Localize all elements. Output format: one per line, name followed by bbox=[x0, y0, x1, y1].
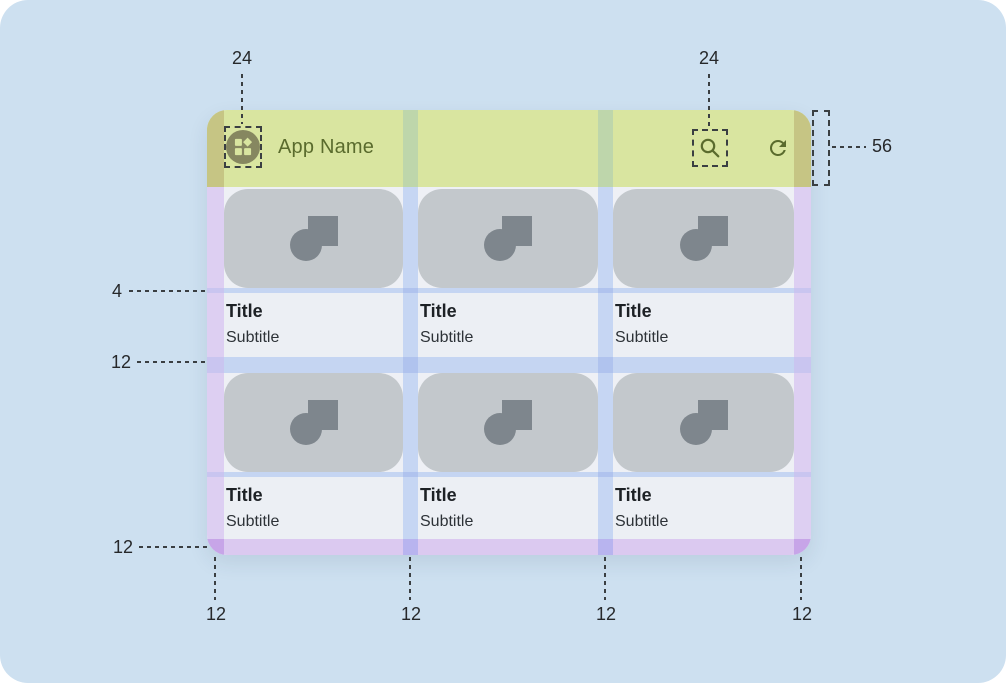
card-text-block[interactable]: Title Subtitle bbox=[613, 477, 794, 539]
overlay-intersection bbox=[207, 288, 224, 293]
appbar-gutter-2-overlay bbox=[598, 110, 613, 187]
overlay-intersection bbox=[794, 539, 811, 555]
measure-label-gutter-1: 12 bbox=[400, 604, 422, 624]
shapes-placeholder-icon bbox=[679, 215, 728, 261]
shapes-placeholder-icon bbox=[289, 215, 338, 261]
measure-line bbox=[604, 557, 606, 600]
card-subtitle: Subtitle bbox=[615, 329, 669, 346]
measure-label-right-margin: 12 bbox=[791, 604, 813, 624]
measure-label-text-gap: 4 bbox=[111, 281, 122, 301]
measure-line bbox=[409, 557, 411, 600]
leading-icon-measure-box bbox=[224, 126, 262, 168]
card-subtitle: Subtitle bbox=[615, 513, 669, 530]
card-subtitle: Subtitle bbox=[420, 513, 474, 530]
overlay-intersection bbox=[794, 357, 811, 373]
measure-label-bottom-margin: 12 bbox=[112, 537, 133, 557]
text-gap-band-row1 bbox=[207, 288, 811, 293]
card-image[interactable] bbox=[224, 373, 403, 472]
refresh-icon bbox=[769, 139, 786, 156]
card-image[interactable] bbox=[613, 373, 794, 472]
overlay-intersection bbox=[598, 539, 613, 555]
card-title: Title bbox=[615, 485, 652, 505]
card-text-block[interactable]: Title Subtitle bbox=[224, 293, 403, 357]
overlay-intersection bbox=[207, 357, 224, 373]
top-app-bar: App Name bbox=[207, 110, 811, 187]
overlay-intersection bbox=[207, 539, 224, 555]
card-image[interactable] bbox=[418, 189, 598, 288]
card-text-block[interactable]: Title Subtitle bbox=[224, 477, 403, 539]
measure-label-appbar-height: 56 bbox=[872, 136, 893, 156]
dashboard-icon bbox=[234, 137, 253, 156]
measure-label-left-margin: 12 bbox=[205, 604, 227, 624]
app-layout-mock: Title Subtitle Title Subtitle Title Subt… bbox=[207, 110, 811, 555]
card-title: Title bbox=[615, 301, 652, 321]
card-title: Title bbox=[226, 485, 263, 505]
measure-line bbox=[241, 74, 243, 124]
card-title: Title bbox=[226, 301, 263, 321]
measure-label-row-gutter: 12 bbox=[110, 352, 131, 372]
measure-line bbox=[708, 74, 710, 128]
row-gutter-band bbox=[207, 357, 811, 373]
search-icon-measure-box bbox=[692, 129, 728, 167]
shapes-placeholder-icon bbox=[679, 399, 728, 445]
card-text-block[interactable]: Title Subtitle bbox=[418, 293, 598, 357]
card-title: Title bbox=[420, 485, 457, 505]
leading-avatar[interactable] bbox=[226, 130, 260, 164]
app-title: App Name bbox=[278, 136, 375, 158]
measure-label-gutter-2: 12 bbox=[595, 604, 617, 624]
measure-bracket-appbar bbox=[812, 110, 830, 186]
overlay-intersection bbox=[403, 288, 418, 293]
overlay-intersection bbox=[207, 472, 224, 477]
overlay-intersection bbox=[794, 472, 811, 477]
appbar-left-margin-overlay bbox=[207, 110, 224, 187]
card-subtitle: Subtitle bbox=[226, 513, 280, 530]
card-image[interactable] bbox=[224, 189, 403, 288]
measure-line bbox=[129, 290, 209, 292]
overlay-intersection bbox=[403, 472, 418, 477]
overlay-intersection bbox=[794, 288, 811, 293]
appbar-gutter-1-overlay bbox=[403, 110, 418, 187]
overlay-intersection bbox=[403, 539, 418, 555]
measure-line bbox=[139, 546, 209, 548]
search-icon bbox=[700, 138, 720, 158]
measure-line bbox=[800, 557, 802, 600]
measure-line bbox=[214, 557, 216, 600]
appbar-right-margin-overlay bbox=[794, 110, 811, 187]
text-gap-band-row2 bbox=[207, 472, 811, 477]
bottom-margin-band bbox=[207, 539, 811, 555]
shapes-placeholder-icon bbox=[289, 399, 338, 445]
card-title: Title bbox=[420, 301, 457, 321]
card-subtitle: Subtitle bbox=[226, 329, 280, 346]
card-subtitle: Subtitle bbox=[420, 329, 474, 346]
measure-line bbox=[137, 361, 209, 363]
card-text-block[interactable]: Title Subtitle bbox=[418, 477, 598, 539]
card-text-block[interactable]: Title Subtitle bbox=[613, 293, 794, 357]
overlay-intersection bbox=[598, 357, 613, 373]
overlay-intersection bbox=[403, 357, 418, 373]
overlay-intersection bbox=[598, 472, 613, 477]
measure-label-leading-icon: 24 bbox=[231, 48, 253, 68]
overlay-intersection bbox=[598, 288, 613, 293]
measure-line bbox=[832, 146, 866, 148]
refresh-button[interactable] bbox=[766, 136, 790, 165]
measure-label-search-icon: 24 bbox=[698, 48, 720, 68]
shapes-placeholder-icon bbox=[484, 399, 532, 445]
search-button[interactable] bbox=[698, 136, 722, 165]
card-image[interactable] bbox=[613, 189, 794, 288]
card-image[interactable] bbox=[418, 373, 598, 472]
shapes-placeholder-icon bbox=[484, 215, 532, 261]
